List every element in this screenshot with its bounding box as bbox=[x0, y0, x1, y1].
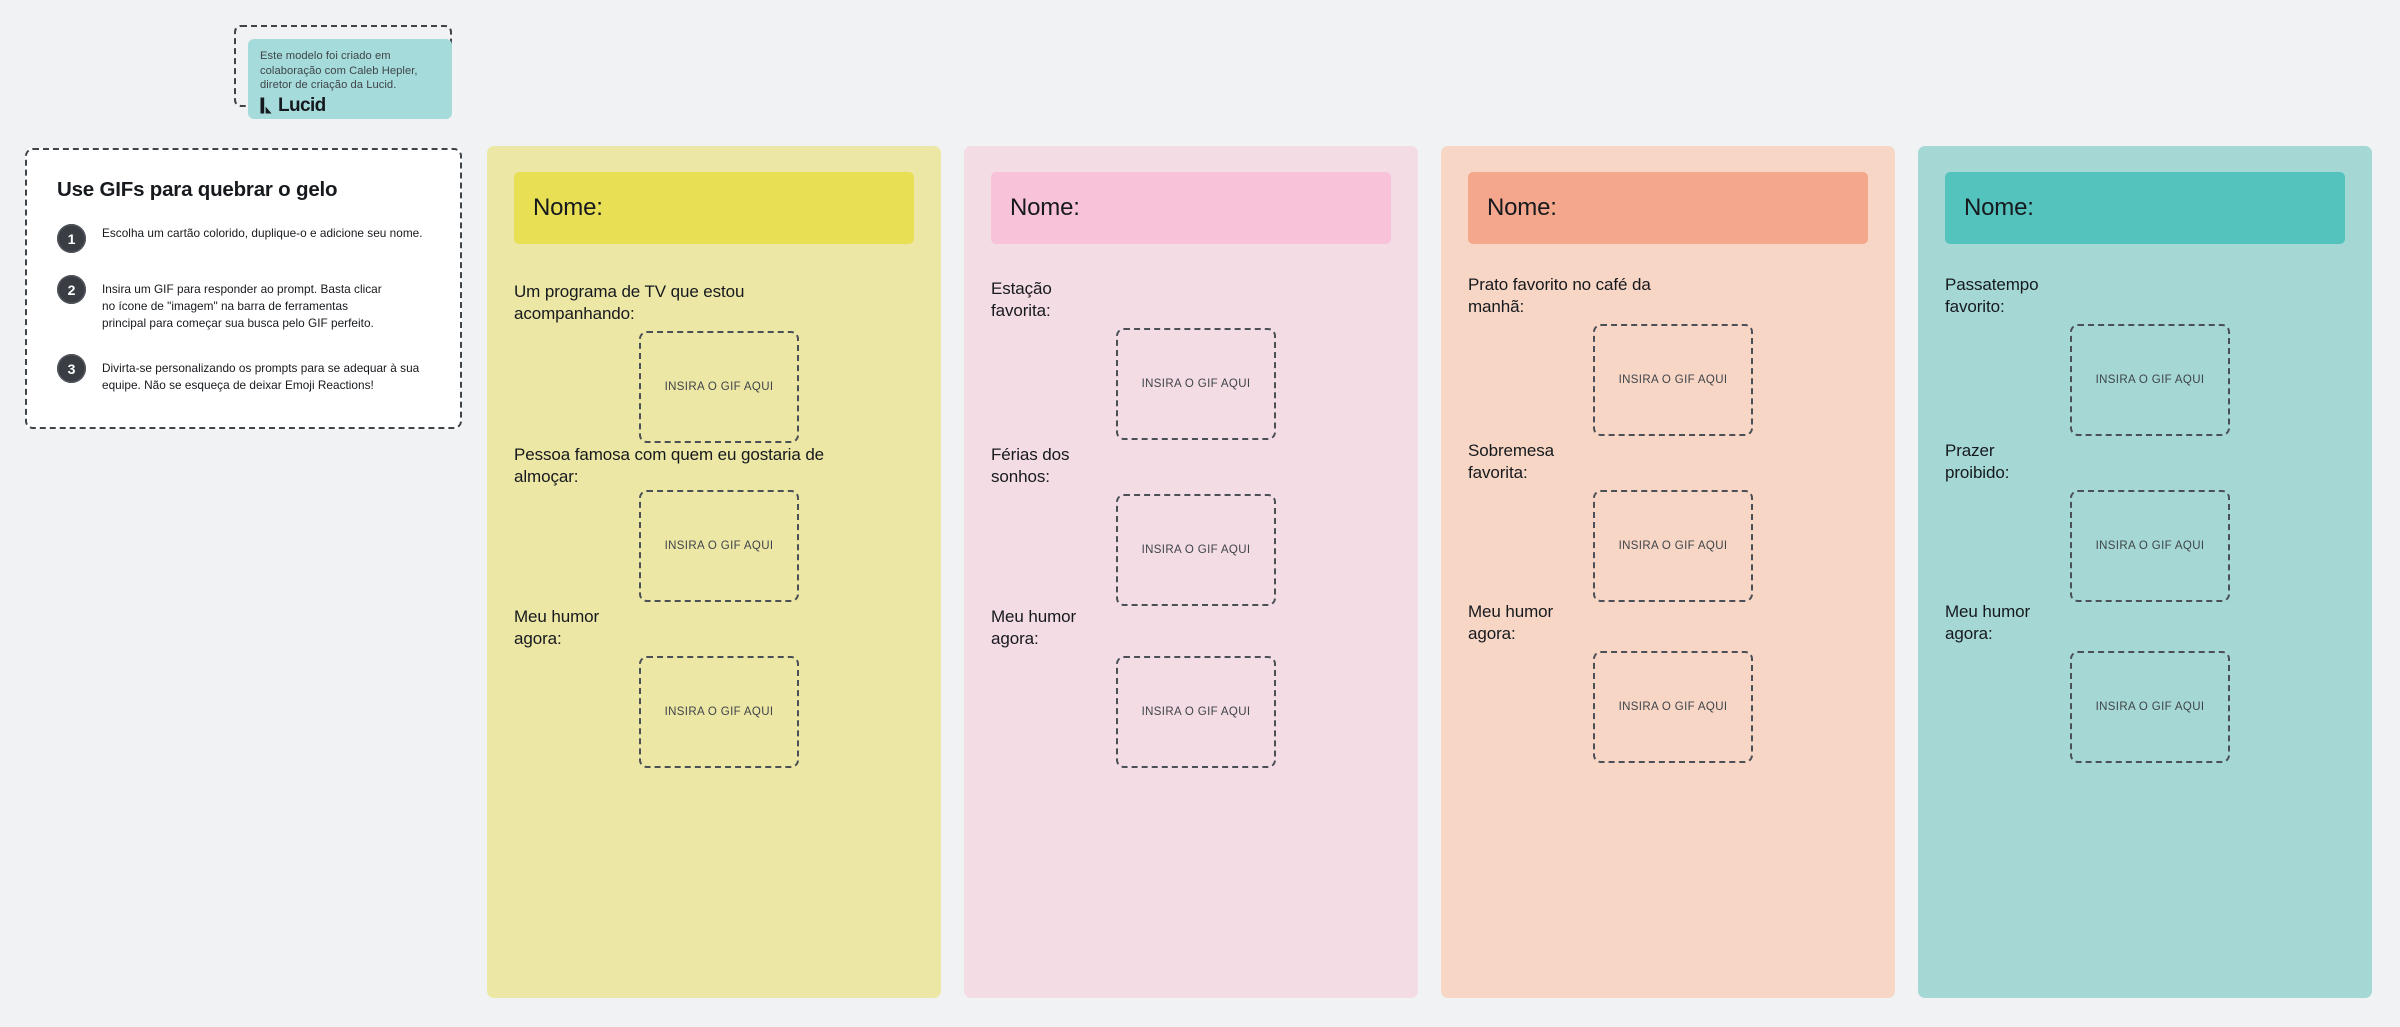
card-header-orange[interactable]: Nome: bbox=[1468, 172, 1868, 244]
gif-dropzone-label: INSIRA O GIF AQUI bbox=[1141, 378, 1251, 390]
gif-dropzone[interactable]: INSIRA O GIF AQUI bbox=[1593, 651, 1753, 763]
gif-dropzone-label: INSIRA O GIF AQUI bbox=[664, 381, 774, 393]
prompt-block-2: Prazer proibido: INSIRA O GIF AQUI bbox=[1945, 440, 2345, 602]
card-name-label: Nome: bbox=[533, 194, 603, 221]
prompt-label: Férias dos sonhos: bbox=[991, 445, 1070, 486]
lucid-wordmark: Lucid bbox=[278, 94, 326, 116]
card-header-yellow[interactable]: Nome: bbox=[514, 172, 914, 244]
lucid-logo: Lucid bbox=[260, 96, 440, 115]
gif-dropzone-label: INSIRA O GIF AQUI bbox=[664, 706, 774, 718]
attribution-text: Este modelo foi criado em colaboração co… bbox=[260, 50, 418, 91]
card-name-label: Nome: bbox=[1487, 194, 1557, 221]
gif-dropzone-label: INSIRA O GIF AQUI bbox=[1618, 540, 1728, 552]
step-text-1: Escolha um cartão colorido, duplique-o e… bbox=[102, 226, 423, 240]
prompt-block-3: Meu humor agora: INSIRA O GIF AQUI bbox=[991, 606, 1391, 768]
instructions-title: Use GIFs para quebrar o gelo bbox=[57, 178, 338, 201]
prompt-label: Meu humor agora: bbox=[514, 607, 600, 648]
card-name-label: Nome: bbox=[1010, 194, 1080, 221]
step-text-2: Insira um GIF para responder ao prompt. … bbox=[102, 282, 382, 330]
gif-dropzone[interactable]: INSIRA O GIF AQUI bbox=[2070, 324, 2230, 436]
gif-dropzone[interactable]: INSIRA O GIF AQUI bbox=[1116, 656, 1276, 768]
gif-dropzone[interactable]: INSIRA O GIF AQUI bbox=[639, 656, 799, 768]
gif-dropzone[interactable]: INSIRA O GIF AQUI bbox=[2070, 651, 2230, 763]
gif-dropzone-label: INSIRA O GIF AQUI bbox=[2095, 374, 2205, 386]
gif-dropzone-label: INSIRA O GIF AQUI bbox=[1618, 701, 1728, 713]
card-header-pink[interactable]: Nome: bbox=[991, 172, 1391, 244]
prompt-label: Meu humor agora: bbox=[1468, 602, 1554, 643]
gif-dropzone[interactable]: INSIRA O GIF AQUI bbox=[1116, 328, 1276, 440]
prompt-block-3: Meu humor agora: INSIRA O GIF AQUI bbox=[1468, 601, 1868, 763]
prompt-block-1: Passatempo favorito: INSIRA O GIF AQUI bbox=[1945, 274, 2345, 436]
cards-container: Nome: Um programa de TV que estou acompa… bbox=[487, 146, 2373, 998]
prompt-block-1: Estação favorita: INSIRA O GIF AQUI bbox=[991, 278, 1391, 440]
gif-dropzone[interactable]: INSIRA O GIF AQUI bbox=[1593, 490, 1753, 602]
prompt-block-2: Férias dos sonhos: INSIRA O GIF AQUI bbox=[991, 444, 1391, 606]
gif-dropzone[interactable]: INSIRA O GIF AQUI bbox=[1593, 324, 1753, 436]
card-teal[interactable]: Nome: Passatempo favorito: INSIRA O GIF … bbox=[1918, 146, 2372, 998]
prompt-label: Sobremesa favorita: bbox=[1468, 441, 1555, 482]
prompt-block-3: Meu humor agora: INSIRA O GIF AQUI bbox=[514, 606, 914, 768]
gif-dropzone[interactable]: INSIRA O GIF AQUI bbox=[1116, 494, 1276, 606]
gif-dropzone-label: INSIRA O GIF AQUI bbox=[1618, 374, 1728, 386]
gif-dropzone[interactable]: INSIRA O GIF AQUI bbox=[639, 331, 799, 443]
gif-dropzone-label: INSIRA O GIF AQUI bbox=[2095, 701, 2205, 713]
gif-dropzone[interactable]: INSIRA O GIF AQUI bbox=[639, 490, 799, 602]
prompt-block-1: Prato favorito no café da manhã: INSIRA … bbox=[1468, 274, 1868, 436]
step-number-badge-3: 3 bbox=[57, 354, 86, 383]
instruction-step-2: 2 Insira um GIF para responder ao prompt… bbox=[57, 275, 430, 332]
instruction-step-3: 3 Divirta-se personalizando os prompts p… bbox=[57, 354, 430, 394]
attribution-note: Este modelo foi criado em colaboração co… bbox=[234, 25, 452, 125]
card-name-label: Nome: bbox=[1964, 194, 2034, 221]
prompt-label: Meu humor agora: bbox=[991, 607, 1077, 648]
step-number-badge-1: 1 bbox=[57, 224, 86, 253]
prompt-label: Meu humor agora: bbox=[1945, 602, 2031, 643]
step-text-3: Divirta-se personalizando os prompts par… bbox=[102, 361, 420, 392]
card-pink[interactable]: Nome: Estação favorita: INSIRA O GIF AQU… bbox=[964, 146, 1418, 998]
gif-dropzone-label: INSIRA O GIF AQUI bbox=[2095, 540, 2205, 552]
instructions-panel: Use GIFs para quebrar o gelo 1 Escolha u… bbox=[25, 148, 462, 429]
prompt-label: Prato favorito no café da manhã: bbox=[1468, 275, 1651, 316]
attribution-card[interactable]: Este modelo foi criado em colaboração co… bbox=[248, 39, 452, 119]
prompt-block-3: Meu humor agora: INSIRA O GIF AQUI bbox=[1945, 601, 2345, 763]
instruction-step-1: 1 Escolha um cartão colorido, duplique-o… bbox=[57, 224, 430, 253]
prompt-block-2: Pessoa famosa com quem eu gostaria de al… bbox=[514, 444, 914, 602]
prompt-label: Um programa de TV que estou acompanhando… bbox=[514, 282, 745, 323]
gif-dropzone-label: INSIRA O GIF AQUI bbox=[1141, 544, 1251, 556]
prompt-block-2: Sobremesa favorita: INSIRA O GIF AQUI bbox=[1468, 440, 1868, 602]
card-header-teal[interactable]: Nome: bbox=[1945, 172, 2345, 244]
step-number-badge-2: 2 bbox=[57, 275, 86, 304]
card-orange[interactable]: Nome: Prato favorito no café da manhã: I… bbox=[1441, 146, 1895, 998]
gif-dropzone-label: INSIRA O GIF AQUI bbox=[664, 540, 774, 552]
prompt-label: Prazer proibido: bbox=[1945, 441, 2010, 482]
prompt-label: Pessoa famosa com quem eu gostaria de al… bbox=[514, 445, 825, 486]
gif-dropzone[interactable]: INSIRA O GIF AQUI bbox=[2070, 490, 2230, 602]
prompt-label: Passatempo favorito: bbox=[1945, 275, 2039, 316]
prompt-block-1: Um programa de TV que estou acompanhando… bbox=[514, 281, 914, 443]
gif-dropzone-label: INSIRA O GIF AQUI bbox=[1141, 706, 1251, 718]
prompt-label: Estação favorita: bbox=[991, 279, 1052, 320]
lucid-logo-mark bbox=[260, 97, 272, 113]
card-yellow[interactable]: Nome: Um programa de TV que estou acompa… bbox=[487, 146, 941, 998]
